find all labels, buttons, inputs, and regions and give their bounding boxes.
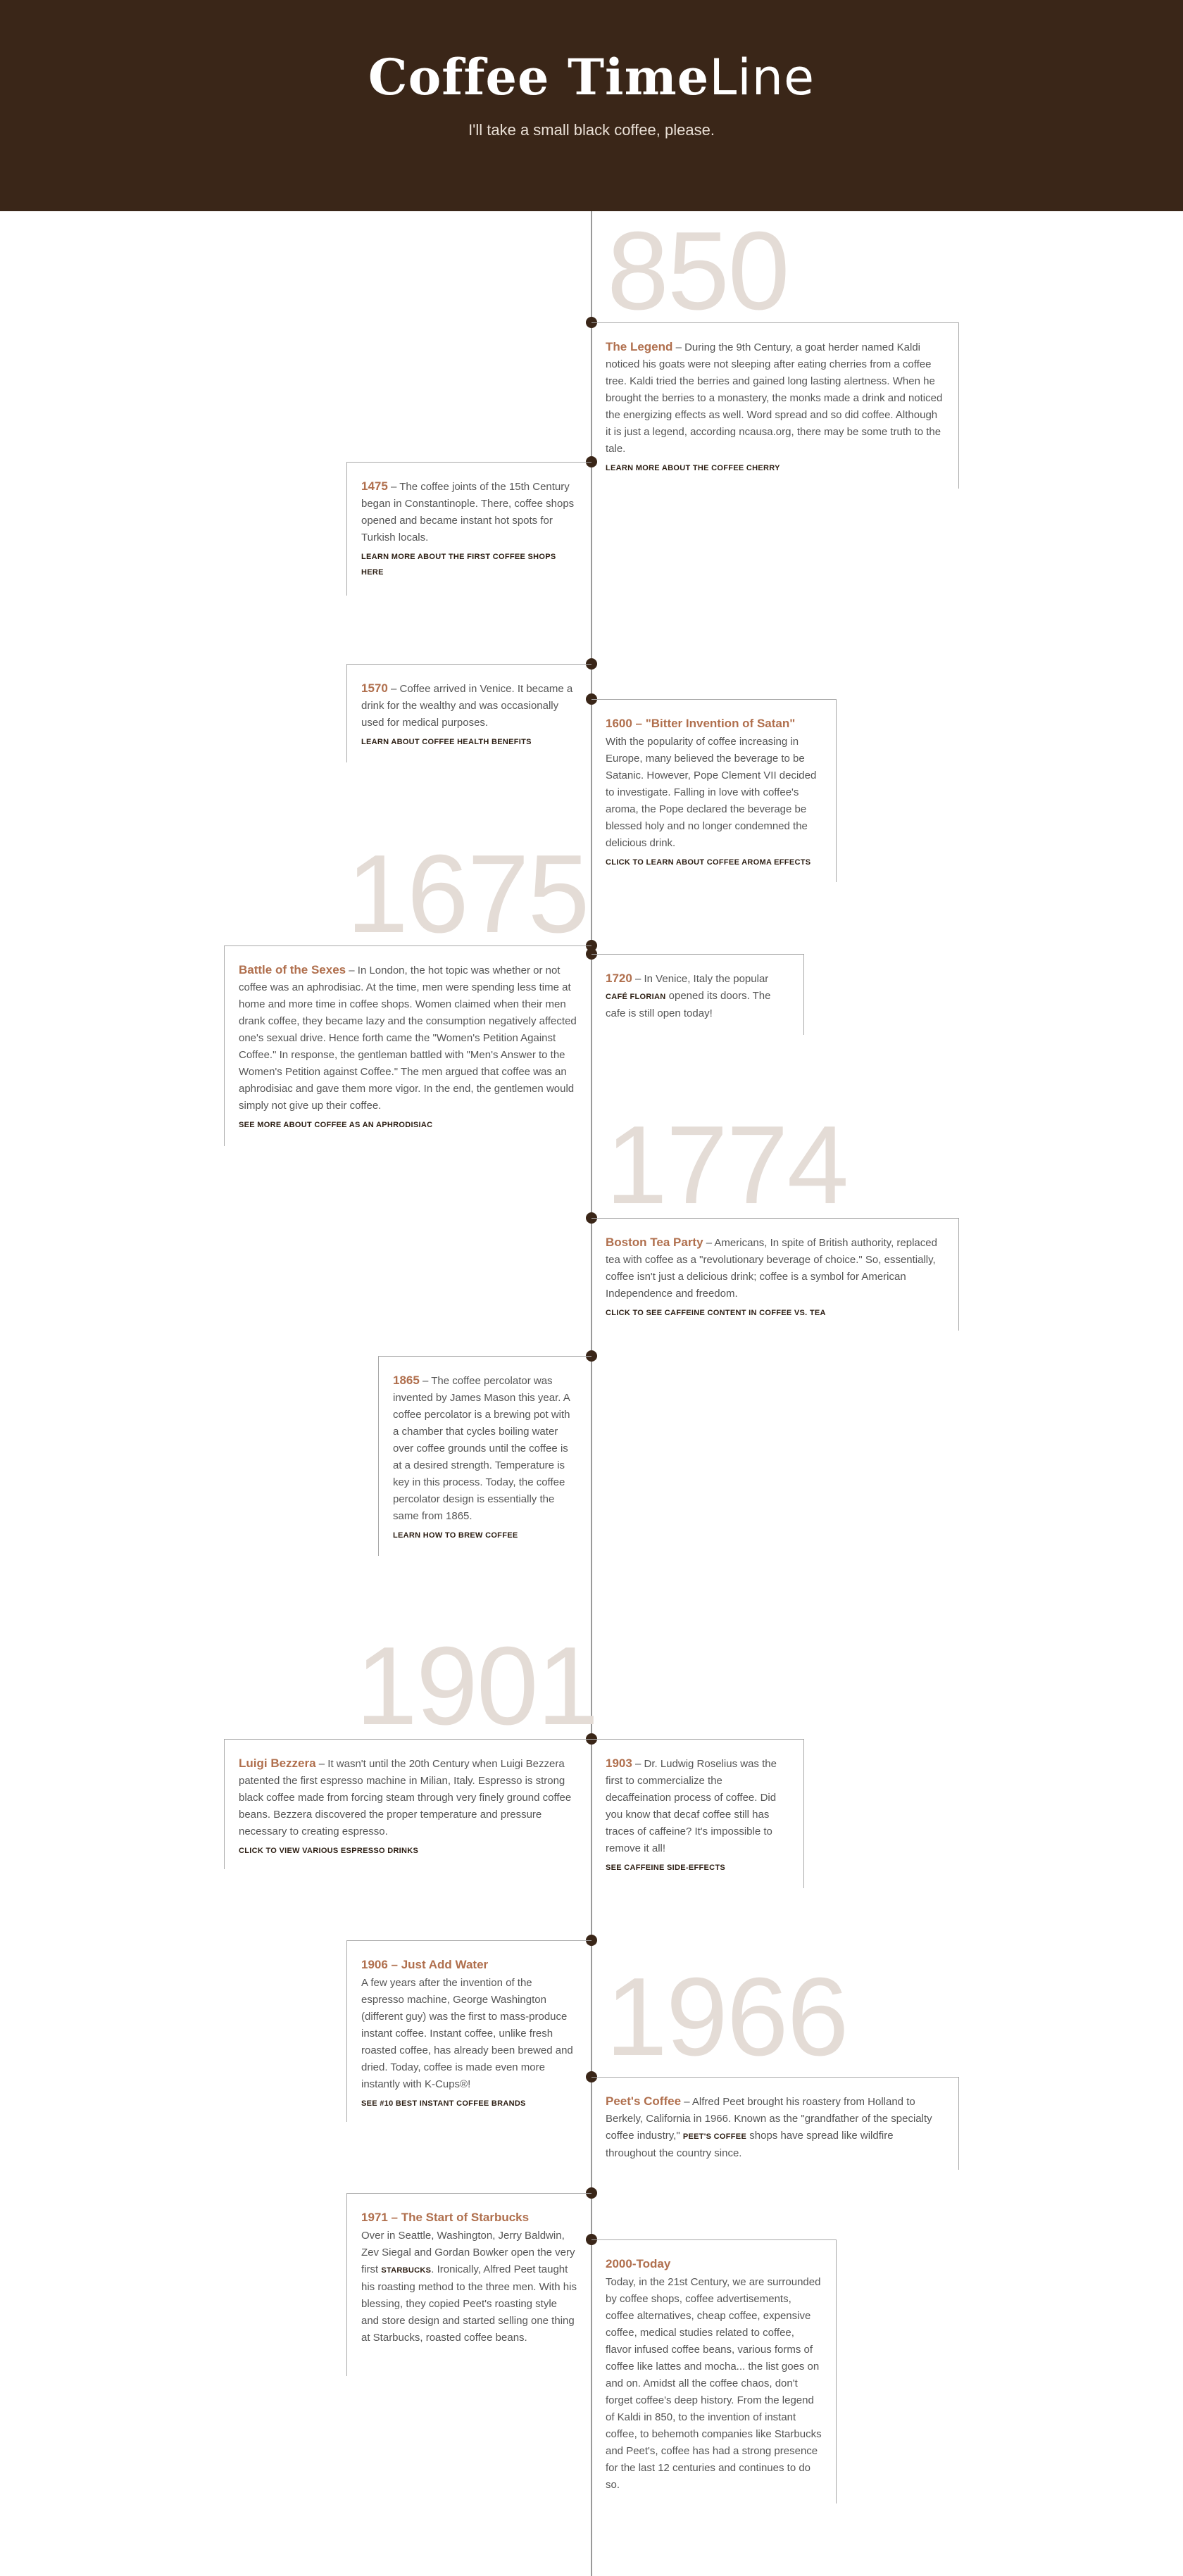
entry-title: The Legend xyxy=(606,340,673,353)
entry-text: – It wasn't until the 20th Century when … xyxy=(239,1758,572,1837)
entry-1475: 1475 – The coffee joints of the 15th Cen… xyxy=(346,462,592,596)
entry-text: Today, in the 21st Century, we are surro… xyxy=(606,2276,822,2491)
entry-1570: 1570 – Coffee arrived in Venice. It beca… xyxy=(346,664,592,762)
timeline-line xyxy=(591,211,592,2576)
hero-header: Coffee TimeLine I'll take a small black … xyxy=(0,0,1183,211)
entry-text: A few years after the invention of the e… xyxy=(361,1977,573,2090)
entry-battle-of-the-sexes: Battle of the Sexes – In London, the hot… xyxy=(224,945,592,1146)
page-title: Coffee TimeLine xyxy=(0,48,1183,106)
entry-text-cont: . Ironically, Alfred Peet taught his roa… xyxy=(361,2263,577,2344)
entry-text-cont: shops have spread like wildfire througho… xyxy=(606,2130,894,2159)
entry-1865: 1865 – The coffee percolator was invente… xyxy=(378,1356,592,1556)
entry-boston-tea-party: Boston Tea Party – Americans, In spite o… xyxy=(592,1218,959,1331)
entry-title: 1971 – The Start of Starbucks xyxy=(361,2211,530,2224)
year-heading-1675: 1675 xyxy=(346,832,589,956)
entry-text: – Americans, In spite of British authori… xyxy=(606,1237,937,1300)
timeline-dot xyxy=(586,1935,597,1946)
entry-text: – Alfred Peet brought his roastery from … xyxy=(606,2096,932,2142)
entry-1903: 1903 – Dr. Ludwig Roselius was the first… xyxy=(592,1739,804,1888)
link-brew-coffee[interactable]: LEARN HOW TO BREW COFFEE xyxy=(393,1531,518,1540)
title-bold: Coffee Time xyxy=(368,48,710,106)
link-caffeine-side-effects[interactable]: SEE CAFFEINE SIDE-EFFECTS xyxy=(606,1864,726,1872)
entry-text: Over in Seattle, Washington, Jerry Baldw… xyxy=(361,2230,575,2275)
link-coffee-aphrodisiac[interactable]: SEE MORE ABOUT COFFEE AS AN APHRODISIAC xyxy=(239,1121,433,1129)
entry-title: 1600 – "Bitter Invention of Satan" xyxy=(606,717,796,730)
peets-coffee-caps: PEET'S COFFEE xyxy=(682,2132,747,2141)
link-first-coffee-shops[interactable]: LEARN MORE ABOUT THE FIRST COFFEE SHOPS … xyxy=(361,553,556,577)
entry-title: Luigi Bezzera xyxy=(239,1757,316,1770)
entry-text: – Dr. Ludwig Roselius was the first to c… xyxy=(606,1758,777,1854)
year-heading-1901: 1901 xyxy=(356,1624,599,1748)
entry-title: Battle of the Sexes xyxy=(239,963,346,976)
entry-title: 1906 – Just Add Water xyxy=(361,1958,489,1971)
entry-luigi-bezzera: Luigi Bezzera – It wasn't until the 20th… xyxy=(224,1739,592,1869)
entry-text: – The coffee percolator was invented by … xyxy=(393,1375,570,1522)
entry-text: With the popularity of coffee increasing… xyxy=(606,736,817,849)
link-coffee-cherry[interactable]: LEARN MORE ABOUT THE COFFEE CHERRY xyxy=(606,464,780,472)
entry-peets-coffee: Peet's Coffee – Alfred Peet brought his … xyxy=(592,2077,959,2170)
entry-text: – In London, the hot topic was whether o… xyxy=(239,965,577,1112)
entry-title: 1720 xyxy=(606,972,632,985)
entry-text: – In Venice, Italy the popular xyxy=(632,973,769,985)
entry-1906: 1906 – Just Add Water A few years after t… xyxy=(346,1940,592,2122)
entry-title: 1903 xyxy=(606,1757,632,1770)
entry-text: – Coffee arrived in Venice. It became a … xyxy=(361,683,573,729)
timeline-dot xyxy=(586,2187,597,2199)
entry-text: – The coffee joints of the 15th Century … xyxy=(361,481,575,544)
link-coffee-health-benefits[interactable]: LEARN ABOUT COFFEE HEALTH BENEFITS xyxy=(361,738,532,746)
timeline-dot xyxy=(586,456,597,467)
year-heading-850: 850 xyxy=(607,209,790,333)
entry-title: 1475 xyxy=(361,479,388,493)
entry-1720: 1720 – In Venice, Italy the popular CAFÉ… xyxy=(592,954,804,1035)
title-light: Line xyxy=(709,49,815,106)
link-caffeine-coffee-vs-tea[interactable]: CLICK TO SEE CAFFEINE CONTENT IN COFFEE … xyxy=(606,1309,826,1317)
link-espresso-drinks[interactable]: CLICK TO VIEW VARIOUS ESPRESSO DRINKS xyxy=(239,1847,419,1855)
entry-1600: 1600 – "Bitter Invention of Satan" With t… xyxy=(592,699,837,882)
entry-title: Boston Tea Party xyxy=(606,1236,703,1249)
entry-title: Peet's Coffee xyxy=(606,2094,682,2108)
timeline-dot xyxy=(586,1350,597,1362)
entry-title: 1865 xyxy=(393,1374,420,1387)
entry-title: 1570 xyxy=(361,681,388,695)
entry-the-legend: The Legend – During the 9th Century, a g… xyxy=(592,322,959,489)
year-heading-1774: 1774 xyxy=(606,1103,849,1227)
entry-title: 2000-Today xyxy=(606,2257,671,2270)
link-instant-coffee-brands[interactable]: SEE #10 BEST INSTANT COFFEE BRANDS xyxy=(361,2099,526,2108)
entry-text: – During the 9th Century, a goat herder … xyxy=(606,341,943,455)
entry-text-cont: opened its doors. The cafe is still open… xyxy=(606,990,771,1019)
link-coffee-aroma-effects[interactable]: CLICK TO LEARN ABOUT COFFEE AROMA EFFECT… xyxy=(606,858,811,867)
timeline-dot xyxy=(586,658,597,670)
year-heading-1966: 1966 xyxy=(606,1955,849,2079)
cafe-florian: CAFÉ FLORIAN xyxy=(606,993,666,1001)
page-subtitle: I'll take a small black coffee, please. xyxy=(468,121,715,139)
starbucks-caps: STARBUCKS xyxy=(381,2266,432,2275)
